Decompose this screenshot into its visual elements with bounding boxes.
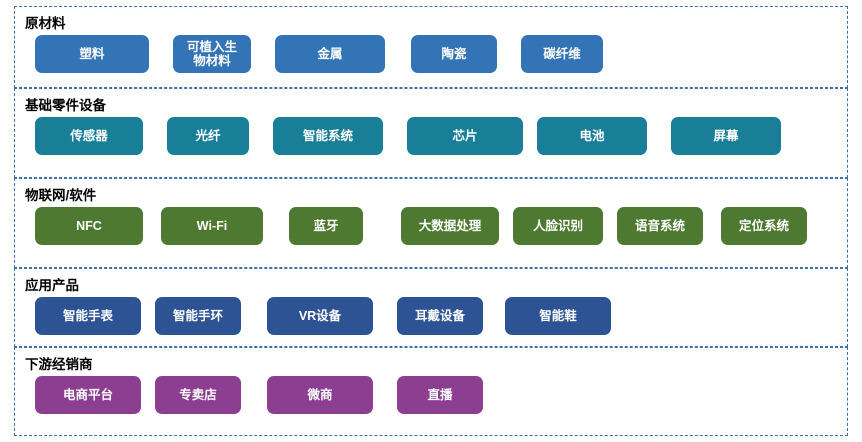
- tier-label-products: 应用产品: [25, 278, 79, 293]
- node-iot-software-6[interactable]: 语音系统: [617, 207, 703, 245]
- node-components-3[interactable]: 智能系统: [273, 117, 383, 155]
- tier-products: 应用产品智能手表智能手环 VR设备耳戴设备智能鞋: [14, 268, 848, 347]
- node-products-3[interactable]: VR设备: [267, 297, 373, 335]
- node-products-4[interactable]: 耳戴设备: [397, 297, 483, 335]
- tier-distributors: 下游经销商电商平台专卖店微商直播: [14, 347, 848, 436]
- node-row-iot-software: NFC Wi-Fi 蓝牙大数据处理人脸识别语音系统定位系统: [21, 207, 847, 247]
- node-iot-software-1[interactable]: NFC: [35, 207, 143, 245]
- node-raw-materials-2[interactable]: 可植入生 物材料: [173, 35, 251, 73]
- node-components-4[interactable]: 芯片: [407, 117, 523, 155]
- node-components-5[interactable]: 电池: [537, 117, 647, 155]
- node-components-2[interactable]: 光纤: [167, 117, 249, 155]
- tier-label-raw-materials: 原材料: [25, 16, 66, 31]
- node-row-distributors: 电商平台专卖店微商直播: [21, 376, 847, 416]
- node-components-6[interactable]: 屏幕: [671, 117, 781, 155]
- tier-components: 基础零件设备传感器光纤智能系统芯片电池屏幕: [14, 88, 848, 178]
- node-iot-software-3[interactable]: 蓝牙: [289, 207, 363, 245]
- node-products-2[interactable]: 智能手环: [155, 297, 241, 335]
- node-iot-software-5[interactable]: 人脸识别: [513, 207, 603, 245]
- node-row-components: 传感器光纤智能系统芯片电池屏幕: [21, 117, 847, 157]
- node-iot-software-4[interactable]: 大数据处理: [401, 207, 499, 245]
- node-distributors-2[interactable]: 专卖店: [155, 376, 241, 414]
- tier-label-iot-software: 物联网/软件: [25, 188, 97, 203]
- node-distributors-3[interactable]: 微商: [267, 376, 373, 414]
- node-raw-materials-1[interactable]: 塑料: [35, 35, 149, 73]
- node-row-products: 智能手表智能手环 VR设备耳戴设备智能鞋: [21, 297, 847, 337]
- node-distributors-4[interactable]: 直播: [397, 376, 483, 414]
- node-row-raw-materials: 塑料可植入生 物材料金属陶瓷碳纤维: [21, 35, 847, 75]
- node-iot-software-7[interactable]: 定位系统: [721, 207, 807, 245]
- node-components-1[interactable]: 传感器: [35, 117, 143, 155]
- node-products-5[interactable]: 智能鞋: [505, 297, 611, 335]
- tier-raw-materials: 原材料塑料可植入生 物材料金属陶瓷碳纤维: [14, 6, 848, 88]
- node-raw-materials-3[interactable]: 金属: [275, 35, 385, 73]
- tier-iot-software: 物联网/软件 NFC Wi-Fi 蓝牙大数据处理人脸识别语音系统定位系统: [14, 178, 848, 268]
- node-raw-materials-5[interactable]: 碳纤维: [521, 35, 603, 73]
- node-iot-software-2[interactable]: Wi-Fi: [161, 207, 263, 245]
- node-raw-materials-4[interactable]: 陶瓷: [411, 35, 497, 73]
- tier-label-components: 基础零件设备: [25, 98, 106, 113]
- node-distributors-1[interactable]: 电商平台: [35, 376, 141, 414]
- tier-label-distributors: 下游经销商: [25, 357, 93, 372]
- node-products-1[interactable]: 智能手表: [35, 297, 141, 335]
